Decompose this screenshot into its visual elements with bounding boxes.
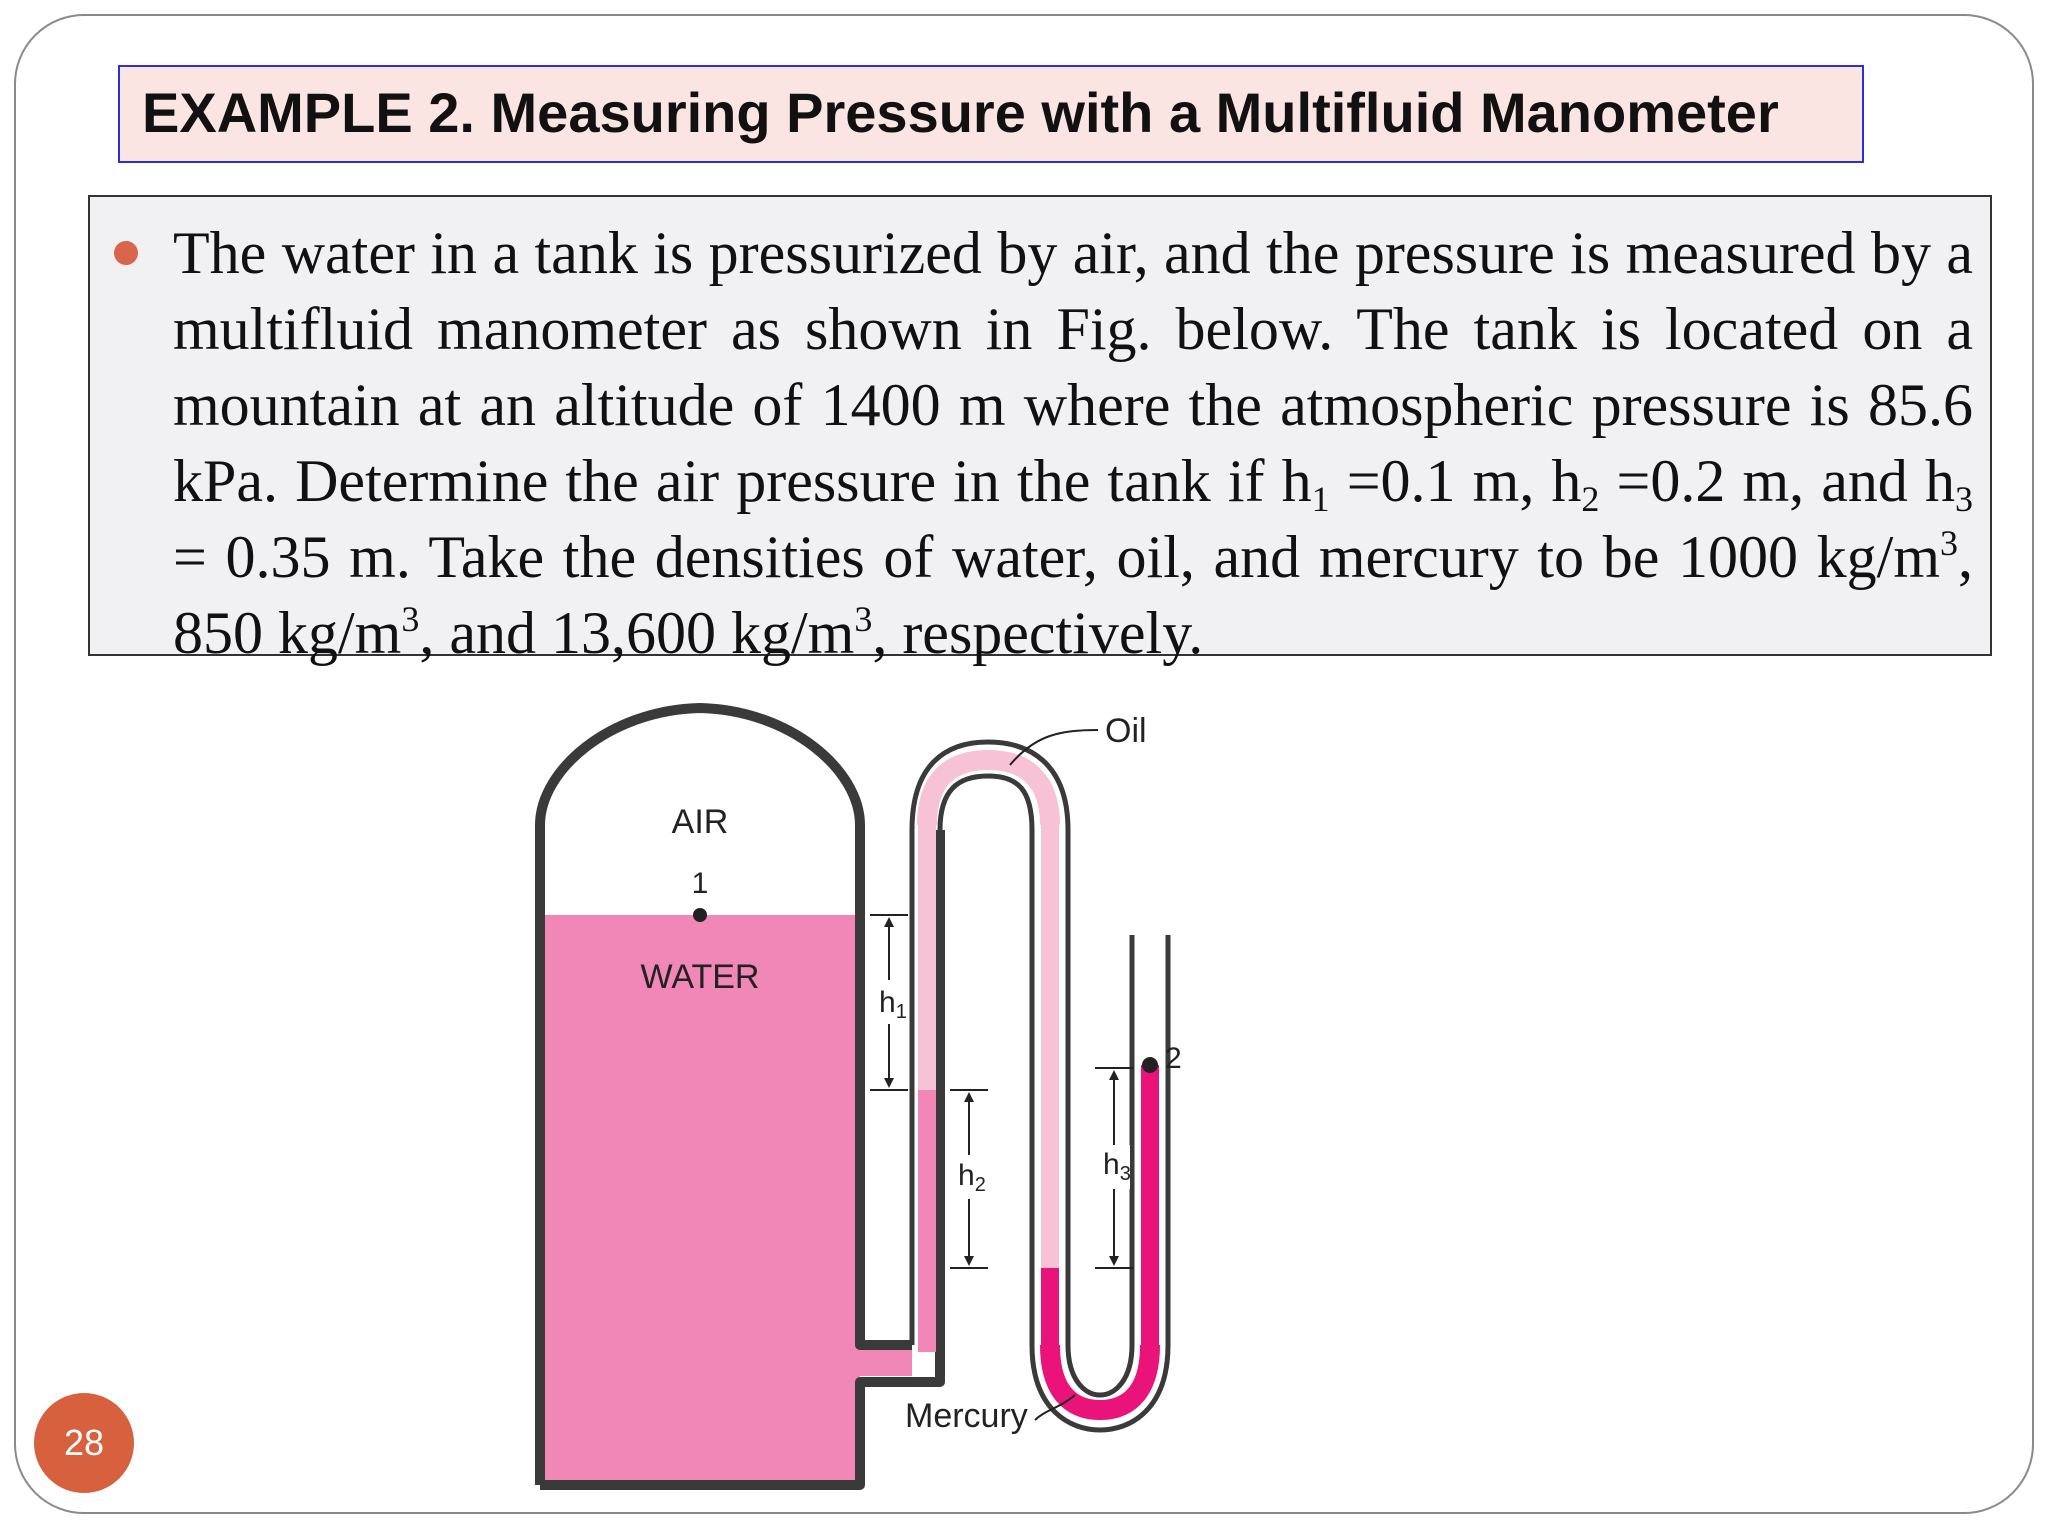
title-box: EXAMPLE 2. Measuring Pressure with a Mul… [118,65,1864,163]
oil-label: Oil [1105,712,1147,750]
manometer-figure: AIR 1 WATER Oil Mercury 2 h1 h2 h3 [535,703,1182,1490]
connector-fill [860,1350,912,1376]
problem-line-1: The water in a tank is pressurized by ai… [173,220,1856,286]
point-1-marker [693,908,707,922]
h1-label: h1 [879,986,907,1023]
water-fill [540,915,860,1480]
point-1-label: 1 [692,867,709,900]
problem-line-5: m, and h3 = 0.35 m. Take the densities o… [173,448,1973,590]
problem-line-4: is 85.6 kPa. Determine the air pressure … [173,372,1973,519]
mercury-leader-line [1034,1394,1076,1421]
point-2-label: 2 [1165,1042,1182,1075]
point-2-marker [1142,1057,1158,1073]
oil-leader-line [1009,729,1099,766]
air-label: AIR [672,803,729,841]
problem-line-6: 1000 kg/m3, 850 kg/m3, and 13,600 kg/m3,… [173,523,1974,666]
problem-line-2: by a multifluid manometer as shown in Fi… [173,220,1974,362]
left-tube-oil [918,820,936,1090]
oil-arch-fill [917,749,1060,826]
bullet-icon [114,241,138,265]
h2-label: h2 [958,1159,986,1196]
h3-label: h3 [1103,1148,1131,1185]
problem-statement: The water in a tank is pressurized by ai… [173,215,1973,671]
tube-outline-outer [909,739,1135,1398]
tube-outline-inner [937,773,1171,1433]
left-tube-water [918,1090,936,1352]
page-number-badge: 28 [34,1393,134,1493]
problem-line-3: on a mountain at an altitude of 1400 m w… [173,296,1973,438]
water-label: WATER [641,958,760,996]
middle-tube-oil [1041,820,1059,1268]
mercury-label: Mercury [905,1397,1028,1435]
slide-title: EXAMPLE 2. Measuring Pressure with a Mul… [142,81,1779,144]
problem-box: The water in a tank is pressurized by ai… [88,195,1992,666]
middle-tube-mercury [1041,1268,1059,1348]
mercury-bend-fill [1040,1344,1160,1421]
right-tube-mercury [1141,1065,1159,1348]
tank-outline [535,703,912,1485]
